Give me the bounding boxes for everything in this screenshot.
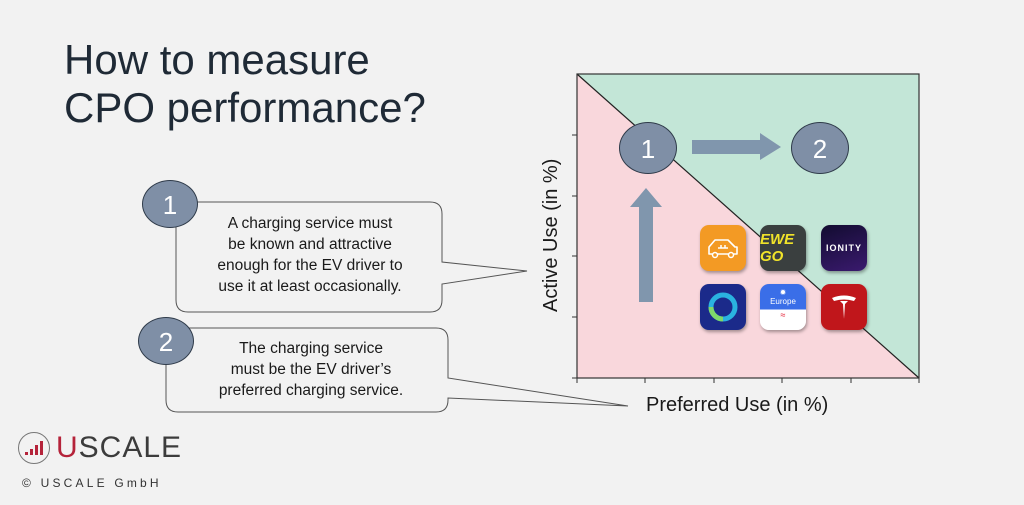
callout-1-line: A charging service must: [227, 215, 393, 232]
diagram-marker-2: 2: [791, 122, 849, 174]
app-totalenergies: ✹ Europe ≈: [760, 284, 806, 330]
callout-badge-2: 2: [138, 317, 194, 365]
copyright: © USCALE GmbH: [22, 476, 162, 490]
title-line-1: How to measure: [64, 36, 370, 83]
ring-icon: [708, 292, 738, 322]
x-axis-label: Preferred Use (in %): [646, 394, 829, 416]
total-logo-icon: ≈: [780, 310, 786, 320]
callout-2-line: must be the EV driver’s: [230, 361, 392, 378]
callout-text-1: A charging service must be known and att…: [190, 213, 430, 297]
signal-bars-icon: [18, 432, 50, 464]
ewe-go-icon: EWE GO: [760, 231, 795, 265]
ionity-icon: IONITY: [825, 243, 862, 253]
logo-u: U: [56, 431, 79, 464]
y-axis-label: Active Use (in %): [540, 158, 562, 312]
app-ionity: IONITY: [821, 225, 867, 271]
callout-1-line: enough for the EV driver to: [217, 257, 403, 274]
callout-text-2: The charging service must be the EV driv…: [186, 338, 436, 401]
diagram-marker-1: 1: [619, 122, 677, 174]
logo-rest: SCALE: [78, 431, 183, 464]
app-ewe-go: EWE GO: [760, 225, 806, 271]
logo-wordmark: USCALE: [56, 432, 182, 464]
tesla-icon: [832, 295, 856, 319]
callout-badge-1: 1: [142, 180, 198, 228]
totalenergies-icon: ✹: [779, 288, 787, 297]
arrow-right-icon: [692, 133, 781, 160]
y-axis-ticks: [572, 134, 577, 379]
callout-2-line: The charging service: [239, 340, 383, 357]
callout-1-line: be known and attractive: [228, 236, 392, 253]
app-enbw: [700, 225, 746, 271]
app-tesla: [821, 284, 867, 330]
title-line-2: CPO performance?: [64, 84, 426, 131]
page-title: How to measure CPO performance?: [64, 36, 426, 132]
plot-frame: [576, 73, 920, 379]
arrow-up-icon: [630, 188, 662, 302]
x-axis-ticks: [576, 378, 920, 383]
callout-2-line: preferred charging service.: [218, 382, 404, 399]
uscale-logo: USCALE: [18, 432, 182, 464]
app-ring: [700, 284, 746, 330]
app-label-europe: Europe: [770, 297, 796, 306]
callout-1-line: use it at least occasionally.: [218, 278, 402, 295]
car-plug-icon: [708, 239, 738, 259]
